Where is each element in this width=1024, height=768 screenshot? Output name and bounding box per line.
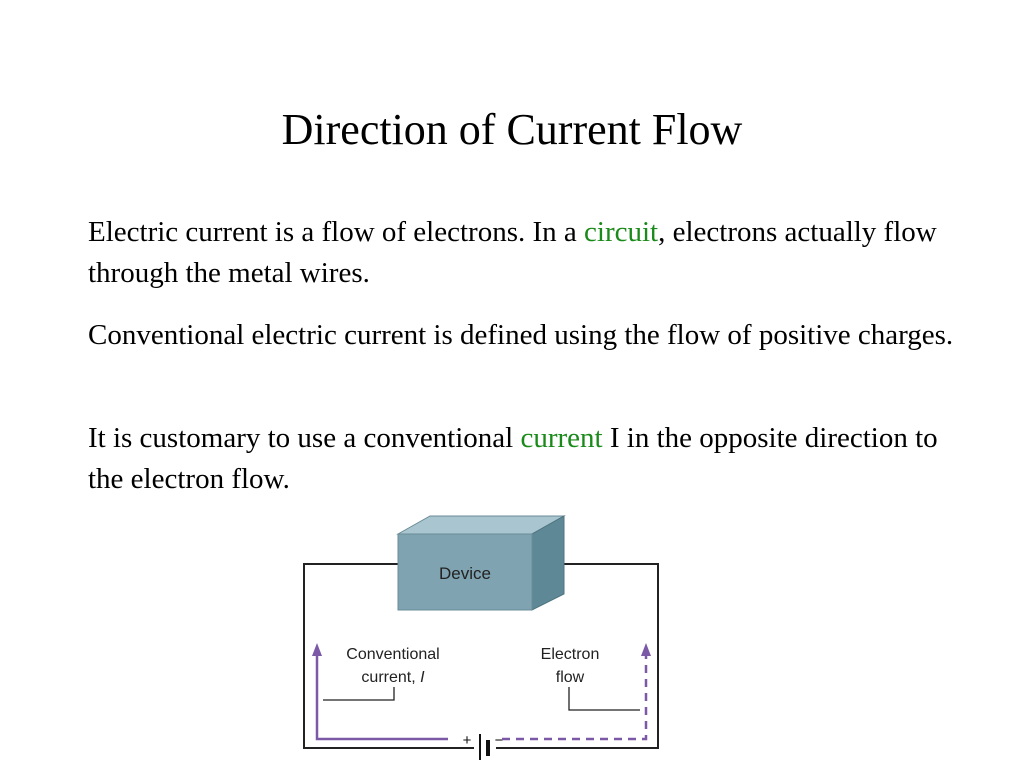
conventional-current-label-line1: Conventional [346,646,439,663]
paragraph-direction: It is customary to use a conventional cu… [88,418,968,500]
slide-title: Direction of Current Flow [281,105,743,154]
battery-plus-label: + [463,732,472,749]
circuit-wires [303,563,659,749]
paragraph-text: , electrons actually flow through the me… [88,216,937,289]
electron-flow-arrow [502,643,651,741]
paragraph-text: Electric current is a flow of electrons.… [88,216,585,248]
device-label: Device [439,564,491,583]
keyword-circuit-link[interactable]: circuit [584,216,659,248]
paragraph-electron-flow: Electric current is a flow of electrons.… [88,212,968,294]
battery-minus-label: − [495,732,504,749]
paragraph-text: Conventional electric current is defined… [88,319,954,351]
device-box: Device [396,515,566,611]
electron-flow-label-line1: Electron [541,646,600,663]
battery-symbol: + − [463,732,504,760]
keyword-current-link[interactable]: current [520,422,603,454]
conventional-current-label-line2: current, I [361,669,425,686]
electron-flow-label-line2: flow [556,669,585,686]
paragraph-text: I in the opposite direction to the elect… [88,422,938,495]
circuit-diagram: Device + − Conventional current, I Elect… [303,515,659,760]
paragraph-text: It is customary to use a conventional [88,422,521,454]
label-leader-lines [323,687,640,711]
conventional-current-arrow [312,643,448,741]
paragraph-conventional-current: Conventional electric current is defined… [88,315,968,356]
